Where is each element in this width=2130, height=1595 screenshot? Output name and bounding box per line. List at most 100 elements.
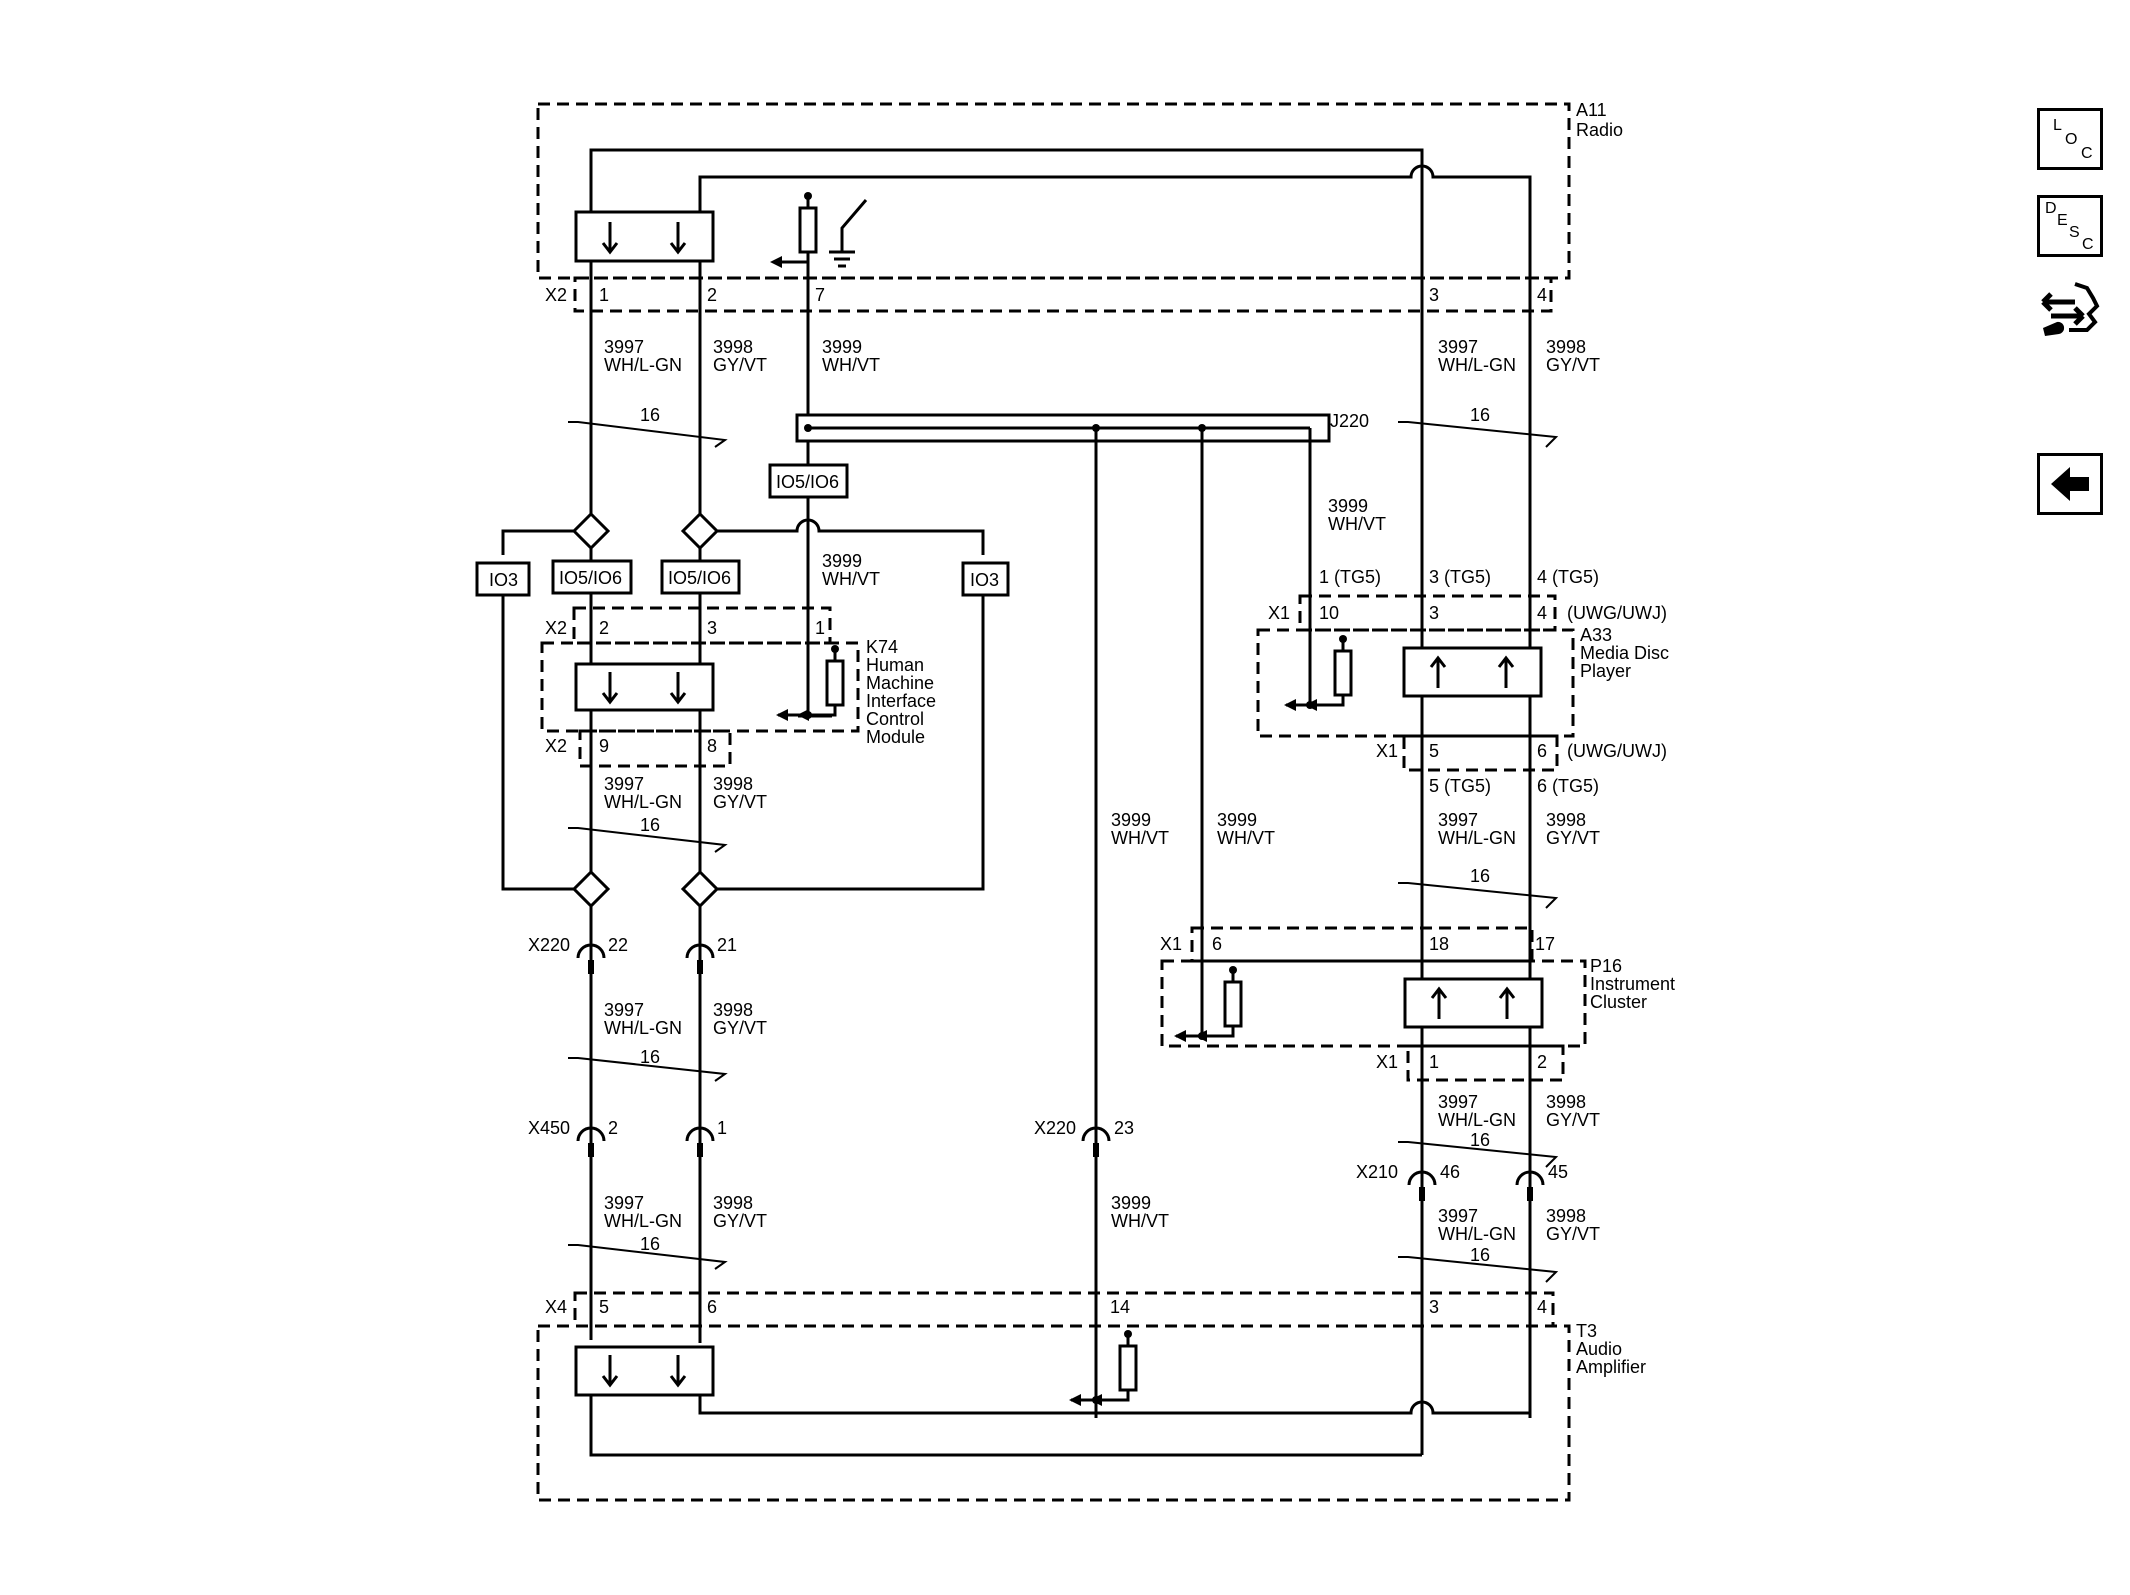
t3-id: T3 xyxy=(1576,1321,1597,1341)
svg-text:16: 16 xyxy=(1470,405,1490,425)
svg-text:WH/L-GN: WH/L-GN xyxy=(1438,355,1516,375)
svg-text:(UWG/UWJ): (UWG/UWJ) xyxy=(1567,603,1667,623)
svg-text:WH/L-GN: WH/L-GN xyxy=(1438,1110,1516,1130)
svg-text:18: 18 xyxy=(1429,934,1449,954)
svg-text:3: 3 xyxy=(1429,285,1439,305)
svg-text:4 (TG5): 4 (TG5) xyxy=(1537,567,1599,587)
svg-text:1: 1 xyxy=(717,1118,727,1138)
loc-icon-l: L xyxy=(2053,117,2062,134)
svg-text:WH/L-GN: WH/L-GN xyxy=(604,355,682,375)
loc-icon-o: O xyxy=(2065,131,2077,148)
svg-text:WH/VT: WH/VT xyxy=(1328,514,1386,534)
svg-text:IO3: IO3 xyxy=(970,570,999,590)
svg-text:3 (TG5): 3 (TG5) xyxy=(1429,567,1491,587)
svg-text:3998: 3998 xyxy=(1546,1092,1586,1112)
svg-text:9: 9 xyxy=(599,736,609,756)
svg-text:3999: 3999 xyxy=(1111,1193,1151,1213)
svg-text:3998: 3998 xyxy=(713,1193,753,1213)
a11-name: Radio xyxy=(1576,120,1623,140)
arrow-left-icon xyxy=(2037,453,2103,515)
svg-text:3997: 3997 xyxy=(604,1193,644,1213)
description-button[interactable]: D E S C xyxy=(2037,195,2103,257)
t3-interface-block xyxy=(574,1345,715,1397)
a33-line1: Media Disc xyxy=(1580,643,1669,663)
svg-text:1: 1 xyxy=(815,618,825,638)
svg-text:GY/VT: GY/VT xyxy=(1546,828,1600,848)
a33-interface-block xyxy=(1402,646,1543,698)
swap-wrench-icon xyxy=(2041,282,2100,336)
svg-text:GY/VT: GY/VT xyxy=(713,355,767,375)
svg-text:16: 16 xyxy=(640,1234,660,1254)
ref-boxes xyxy=(475,463,1010,597)
svg-text:IO3: IO3 xyxy=(489,570,518,590)
tools-icon-button[interactable] xyxy=(2037,278,2103,340)
svg-text:16: 16 xyxy=(1470,1130,1490,1150)
svg-text:IO5/IO6: IO5/IO6 xyxy=(776,472,839,492)
svg-text:GY/VT: GY/VT xyxy=(713,1018,767,1038)
svg-text:4: 4 xyxy=(1537,1297,1547,1317)
svg-text:WH/VT: WH/VT xyxy=(822,355,880,375)
svg-text:1 (TG5): 1 (TG5) xyxy=(1319,567,1381,587)
p16-line1: Instrument xyxy=(1590,974,1675,994)
p16-line2: Cluster xyxy=(1590,992,1647,1012)
svg-text:22: 22 xyxy=(608,935,628,955)
svg-text:21: 21 xyxy=(717,935,737,955)
conn-x2-k74-bottom: X2 xyxy=(545,736,567,756)
svg-text:5: 5 xyxy=(599,1297,609,1317)
svg-text:17: 17 xyxy=(1535,934,1555,954)
svg-text:14: 14 xyxy=(1110,1297,1130,1317)
svg-text:46: 46 xyxy=(1440,1162,1460,1182)
svg-text:GY/VT: GY/VT xyxy=(1546,1224,1600,1244)
svg-text:3997: 3997 xyxy=(1438,810,1478,830)
svg-text:4: 4 xyxy=(1537,285,1547,305)
loc-icon-c: C xyxy=(2081,145,2093,162)
svg-text:3998: 3998 xyxy=(1546,810,1586,830)
svg-text:5: 5 xyxy=(1429,741,1439,761)
labels: A11 Radio K74 Human Machine Interface Co… xyxy=(489,100,1675,1377)
svg-text:16: 16 xyxy=(640,1047,660,1067)
svg-text:3998: 3998 xyxy=(713,337,753,357)
svg-text:6 (TG5): 6 (TG5) xyxy=(1537,776,1599,796)
svg-text:5 (TG5): 5 (TG5) xyxy=(1429,776,1491,796)
t3-line1: Audio xyxy=(1576,1339,1622,1359)
svg-text:2: 2 xyxy=(608,1118,618,1138)
svg-text:3999: 3999 xyxy=(822,551,862,571)
svg-text:2: 2 xyxy=(1537,1052,1547,1072)
conn-x1-a33-bottom: X1 xyxy=(1376,741,1398,761)
svg-text:WH/L-GN: WH/L-GN xyxy=(1438,828,1516,848)
location-button[interactable]: L O C xyxy=(2037,108,2103,170)
svg-text:16: 16 xyxy=(1470,866,1490,886)
svg-text:D: D xyxy=(2045,200,2057,217)
twist-markers xyxy=(568,421,1559,1283)
svg-text:GY/VT: GY/VT xyxy=(713,792,767,812)
svg-text:1: 1 xyxy=(1429,1052,1439,1072)
svg-text:3997: 3997 xyxy=(1438,1092,1478,1112)
svg-text:WH/L-GN: WH/L-GN xyxy=(604,1211,682,1231)
svg-text:1: 1 xyxy=(599,285,609,305)
conn-x1-p16-top: X1 xyxy=(1160,934,1182,954)
svg-text:6: 6 xyxy=(1212,934,1222,954)
conn-x210: X210 xyxy=(1356,1162,1398,1182)
svg-text:4: 4 xyxy=(1537,603,1547,623)
svg-text:16: 16 xyxy=(640,815,660,835)
svg-text:3: 3 xyxy=(707,618,717,638)
svg-text:3999: 3999 xyxy=(822,337,862,357)
svg-text:GY/VT: GY/VT xyxy=(713,1211,767,1231)
svg-text:3999: 3999 xyxy=(1328,496,1368,516)
svg-text:8: 8 xyxy=(707,736,717,756)
svg-text:3998: 3998 xyxy=(1546,337,1586,357)
svg-text:6: 6 xyxy=(1537,741,1547,761)
svg-text:3999: 3999 xyxy=(1111,810,1151,830)
svg-text:(UWG/UWJ): (UWG/UWJ) xyxy=(1567,741,1667,761)
svg-text:E: E xyxy=(2057,212,2068,229)
svg-text:WH/L-GN: WH/L-GN xyxy=(1438,1224,1516,1244)
radio-interface-block xyxy=(574,210,715,263)
svg-text:10: 10 xyxy=(1319,603,1339,623)
k74-pull-resistor xyxy=(776,643,845,723)
svg-text:IO5/IO6: IO5/IO6 xyxy=(559,568,622,588)
svg-text:S: S xyxy=(2069,224,2080,241)
svg-text:WH/VT: WH/VT xyxy=(1111,1211,1169,1231)
svg-text:C: C xyxy=(2082,236,2094,253)
back-button[interactable] xyxy=(2037,453,2103,515)
